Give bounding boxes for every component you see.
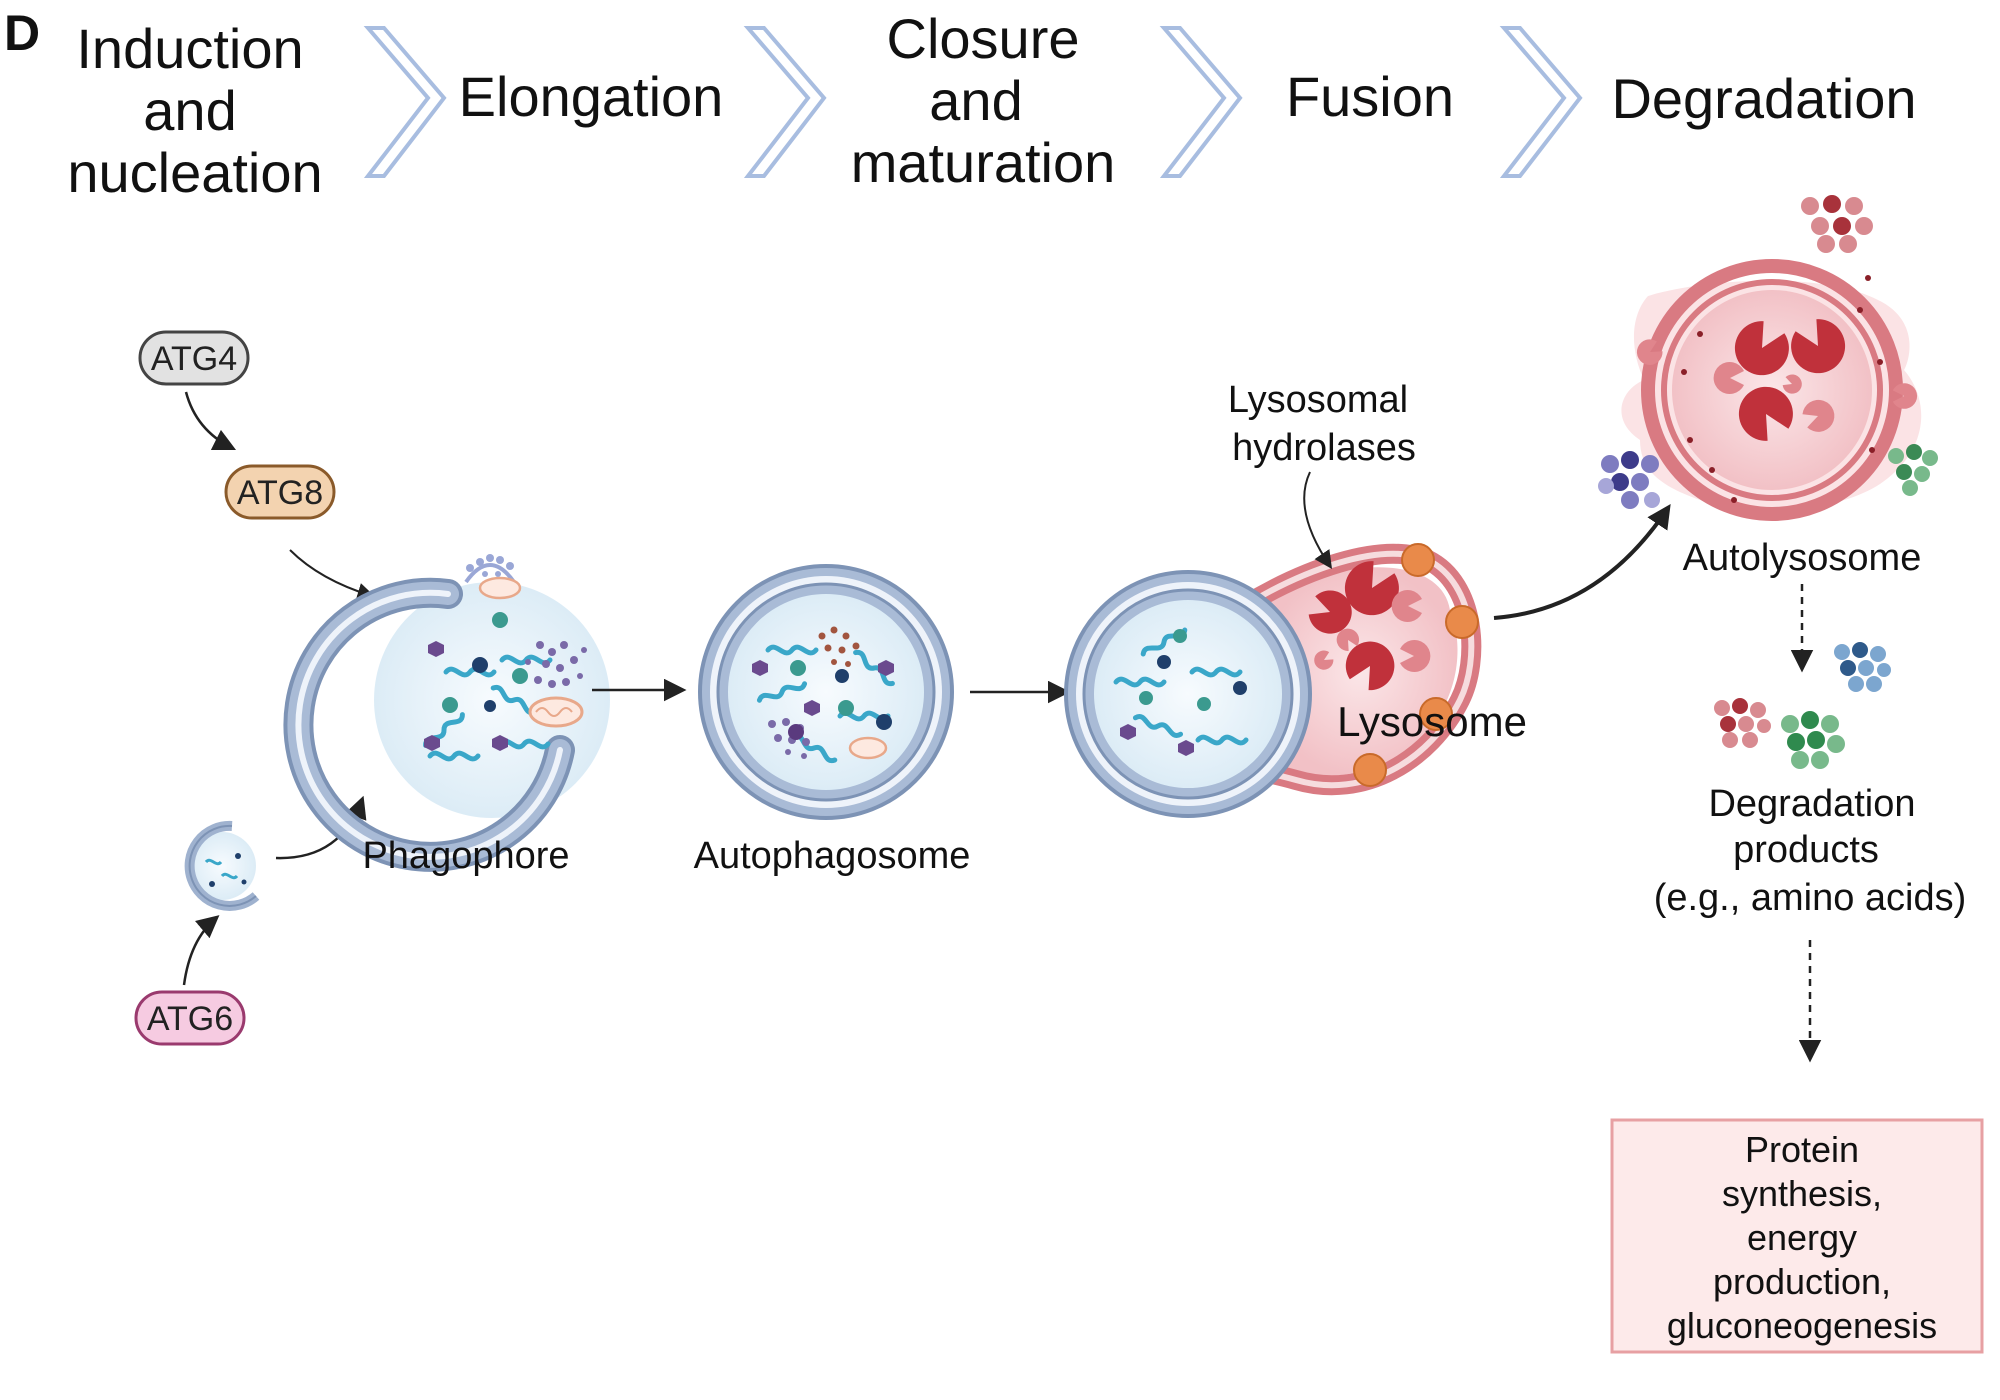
lysosome-label: Lysosome — [1337, 698, 1527, 745]
arrow-atg8-to-phagophore — [289, 549, 376, 601]
outcome-box: Protein synthesis, energy production, gl… — [1610, 1118, 1984, 1354]
phagophore-label: Phagophore — [362, 835, 569, 877]
atg8-label: ATG8 — [237, 474, 323, 512]
product-cluster-purple-left — [1598, 451, 1660, 509]
atg8-pill: ATG8 — [224, 464, 336, 520]
atg4-label: ATG4 — [151, 340, 237, 378]
stage-chevron-1 — [363, 26, 447, 178]
stage-fusion: Fusion — [1286, 65, 1454, 128]
stage-chevron-4 — [1499, 26, 1583, 178]
arrow-hydrolases-pointer — [1303, 471, 1333, 569]
degradation-products-line-2: products — [1733, 829, 1879, 871]
autophagosome-label: Autophagosome — [694, 835, 971, 877]
stage-induction-line-3: nucleation — [67, 141, 322, 204]
atg6-label: ATG6 — [147, 1000, 233, 1038]
degradation-products-line-3: (e.g., amino acids) — [1654, 877, 1967, 919]
degradation-products-clusters — [1714, 642, 1891, 769]
arrow-fusion-to-autolysosome — [1493, 504, 1671, 620]
autolysosome — [1621, 259, 1922, 521]
arrow-atg4-to-atg8 — [184, 391, 237, 451]
phagophore — [283, 554, 610, 872]
degradation-products-label: Degradation products (e.g., amino acids) — [1654, 783, 1967, 919]
outcome-line-5: gluconeogenesis — [1667, 1305, 1937, 1346]
outcome-line-3: energy — [1747, 1217, 1857, 1258]
product-cluster-red-top — [1801, 195, 1873, 253]
fusion-complex — [1064, 543, 1482, 818]
stage-induction-line-2: and — [143, 79, 236, 142]
autophagosome — [698, 564, 954, 820]
arrow-atg6-to-vesicle — [182, 915, 220, 986]
stage-chevron-3 — [1159, 26, 1243, 178]
stage-chevron-2 — [743, 26, 827, 178]
lysosomal-hydrolases-label: Lysosomal hydrolases — [1228, 379, 1416, 469]
stage-closure: Closure and maturation — [851, 7, 1116, 194]
nucleation-vesicle — [184, 820, 260, 911]
lysosomal-hydrolases-line-2: hydrolases — [1232, 427, 1416, 469]
arrow-vesicle-to-phagophore — [275, 795, 367, 860]
stage-degradation: Degradation — [1611, 67, 1916, 130]
stage-elongation: Elongation — [459, 65, 724, 128]
stage-closure-line-1: Closure — [887, 7, 1080, 70]
stage-induction: Induction and nucleation — [67, 17, 322, 204]
atg4-pill: ATG4 — [138, 330, 250, 386]
outcome-line-2: synthesis, — [1722, 1173, 1882, 1214]
atg6-pill: ATG6 — [134, 990, 246, 1046]
stage-induction-line-1: Induction — [76, 17, 303, 80]
stage-closure-line-3: maturation — [851, 131, 1116, 194]
degradation-products-line-1: Degradation — [1708, 783, 1915, 825]
outcome-line-4: production, — [1713, 1261, 1891, 1302]
stage-closure-line-2: and — [929, 69, 1022, 132]
product-cluster-green-right — [1888, 444, 1938, 496]
panel-letter: D — [4, 5, 40, 61]
lysosomal-hydrolases-line-1: Lysosomal — [1228, 379, 1408, 421]
autolysosome-label: Autolysosome — [1683, 537, 1922, 579]
outcome-line-1: Protein — [1745, 1129, 1859, 1170]
